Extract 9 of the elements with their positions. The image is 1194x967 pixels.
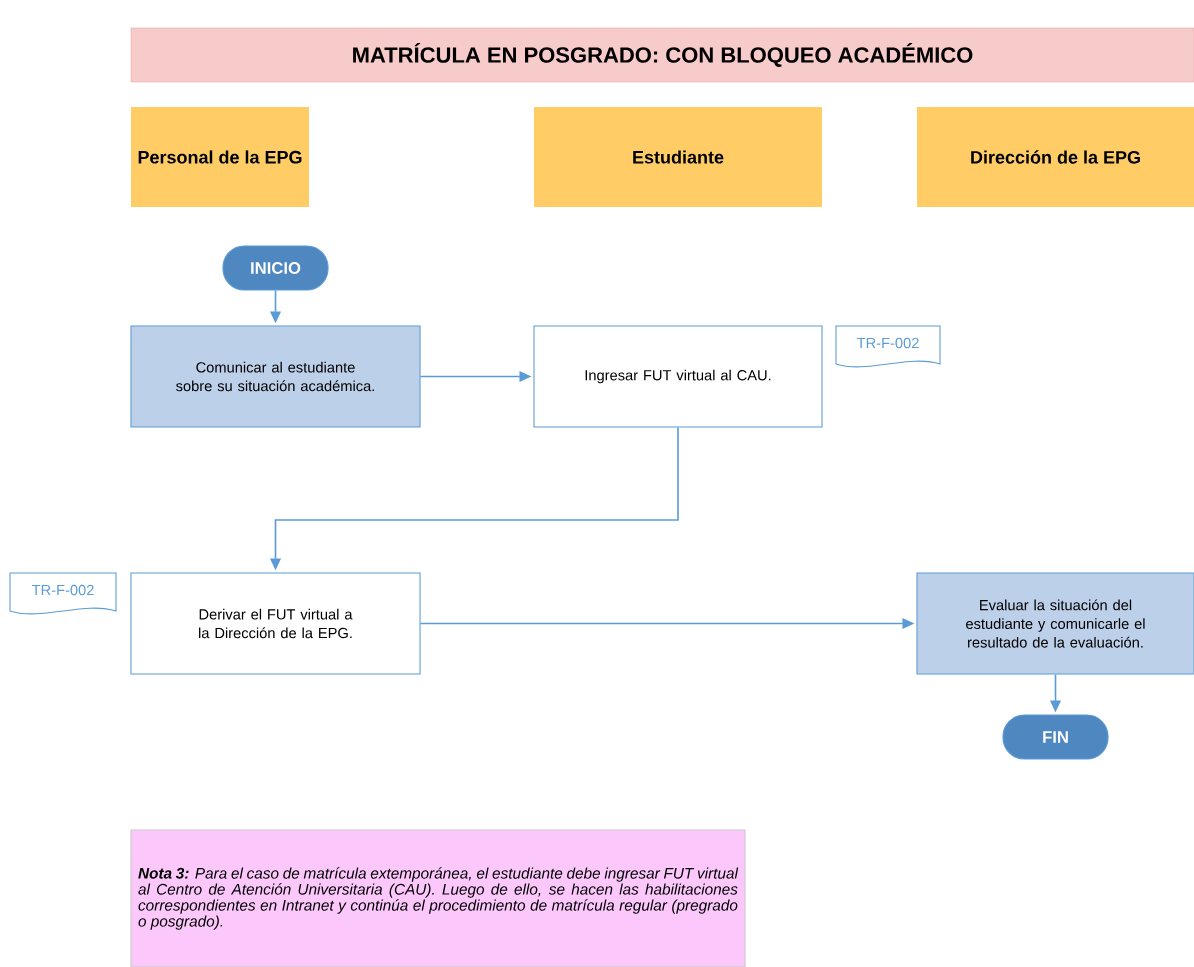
- note-box: Nota 3: Para el caso de matrícula extemporánea, el estudiante debe ingresar FUT virtual al Centro de Atención Universitaria (CAU). Luego de ello, se hacen las habilitaciones correspondientes en Intranet y continúa el procedimiento de matrícula regular (pregrado o posgrado).: [130, 829, 746, 967]
- process-box: Derivar el FUT virtual a la Dirección de la EPG.: [130, 572, 421, 675]
- process-box: Evaluar la situación del estudiante y comunicarle el resultado de la evaluación.: [916, 572, 1194, 675]
- process-box: Comunicar al estudiante sobre su situación académica.: [130, 325, 421, 428]
- lane-header: Estudiante: [534, 107, 822, 207]
- lane-header: Dirección de la EPG: [917, 107, 1194, 207]
- lane-header: Personal de la EPG: [131, 107, 309, 207]
- title-band: MATRÍCULA EN POSGRADO: CON BLOQUEO ACADÉMICO: [130, 27, 1194, 83]
- process-box: Ingresar FUT virtual al CAU.: [533, 325, 823, 428]
